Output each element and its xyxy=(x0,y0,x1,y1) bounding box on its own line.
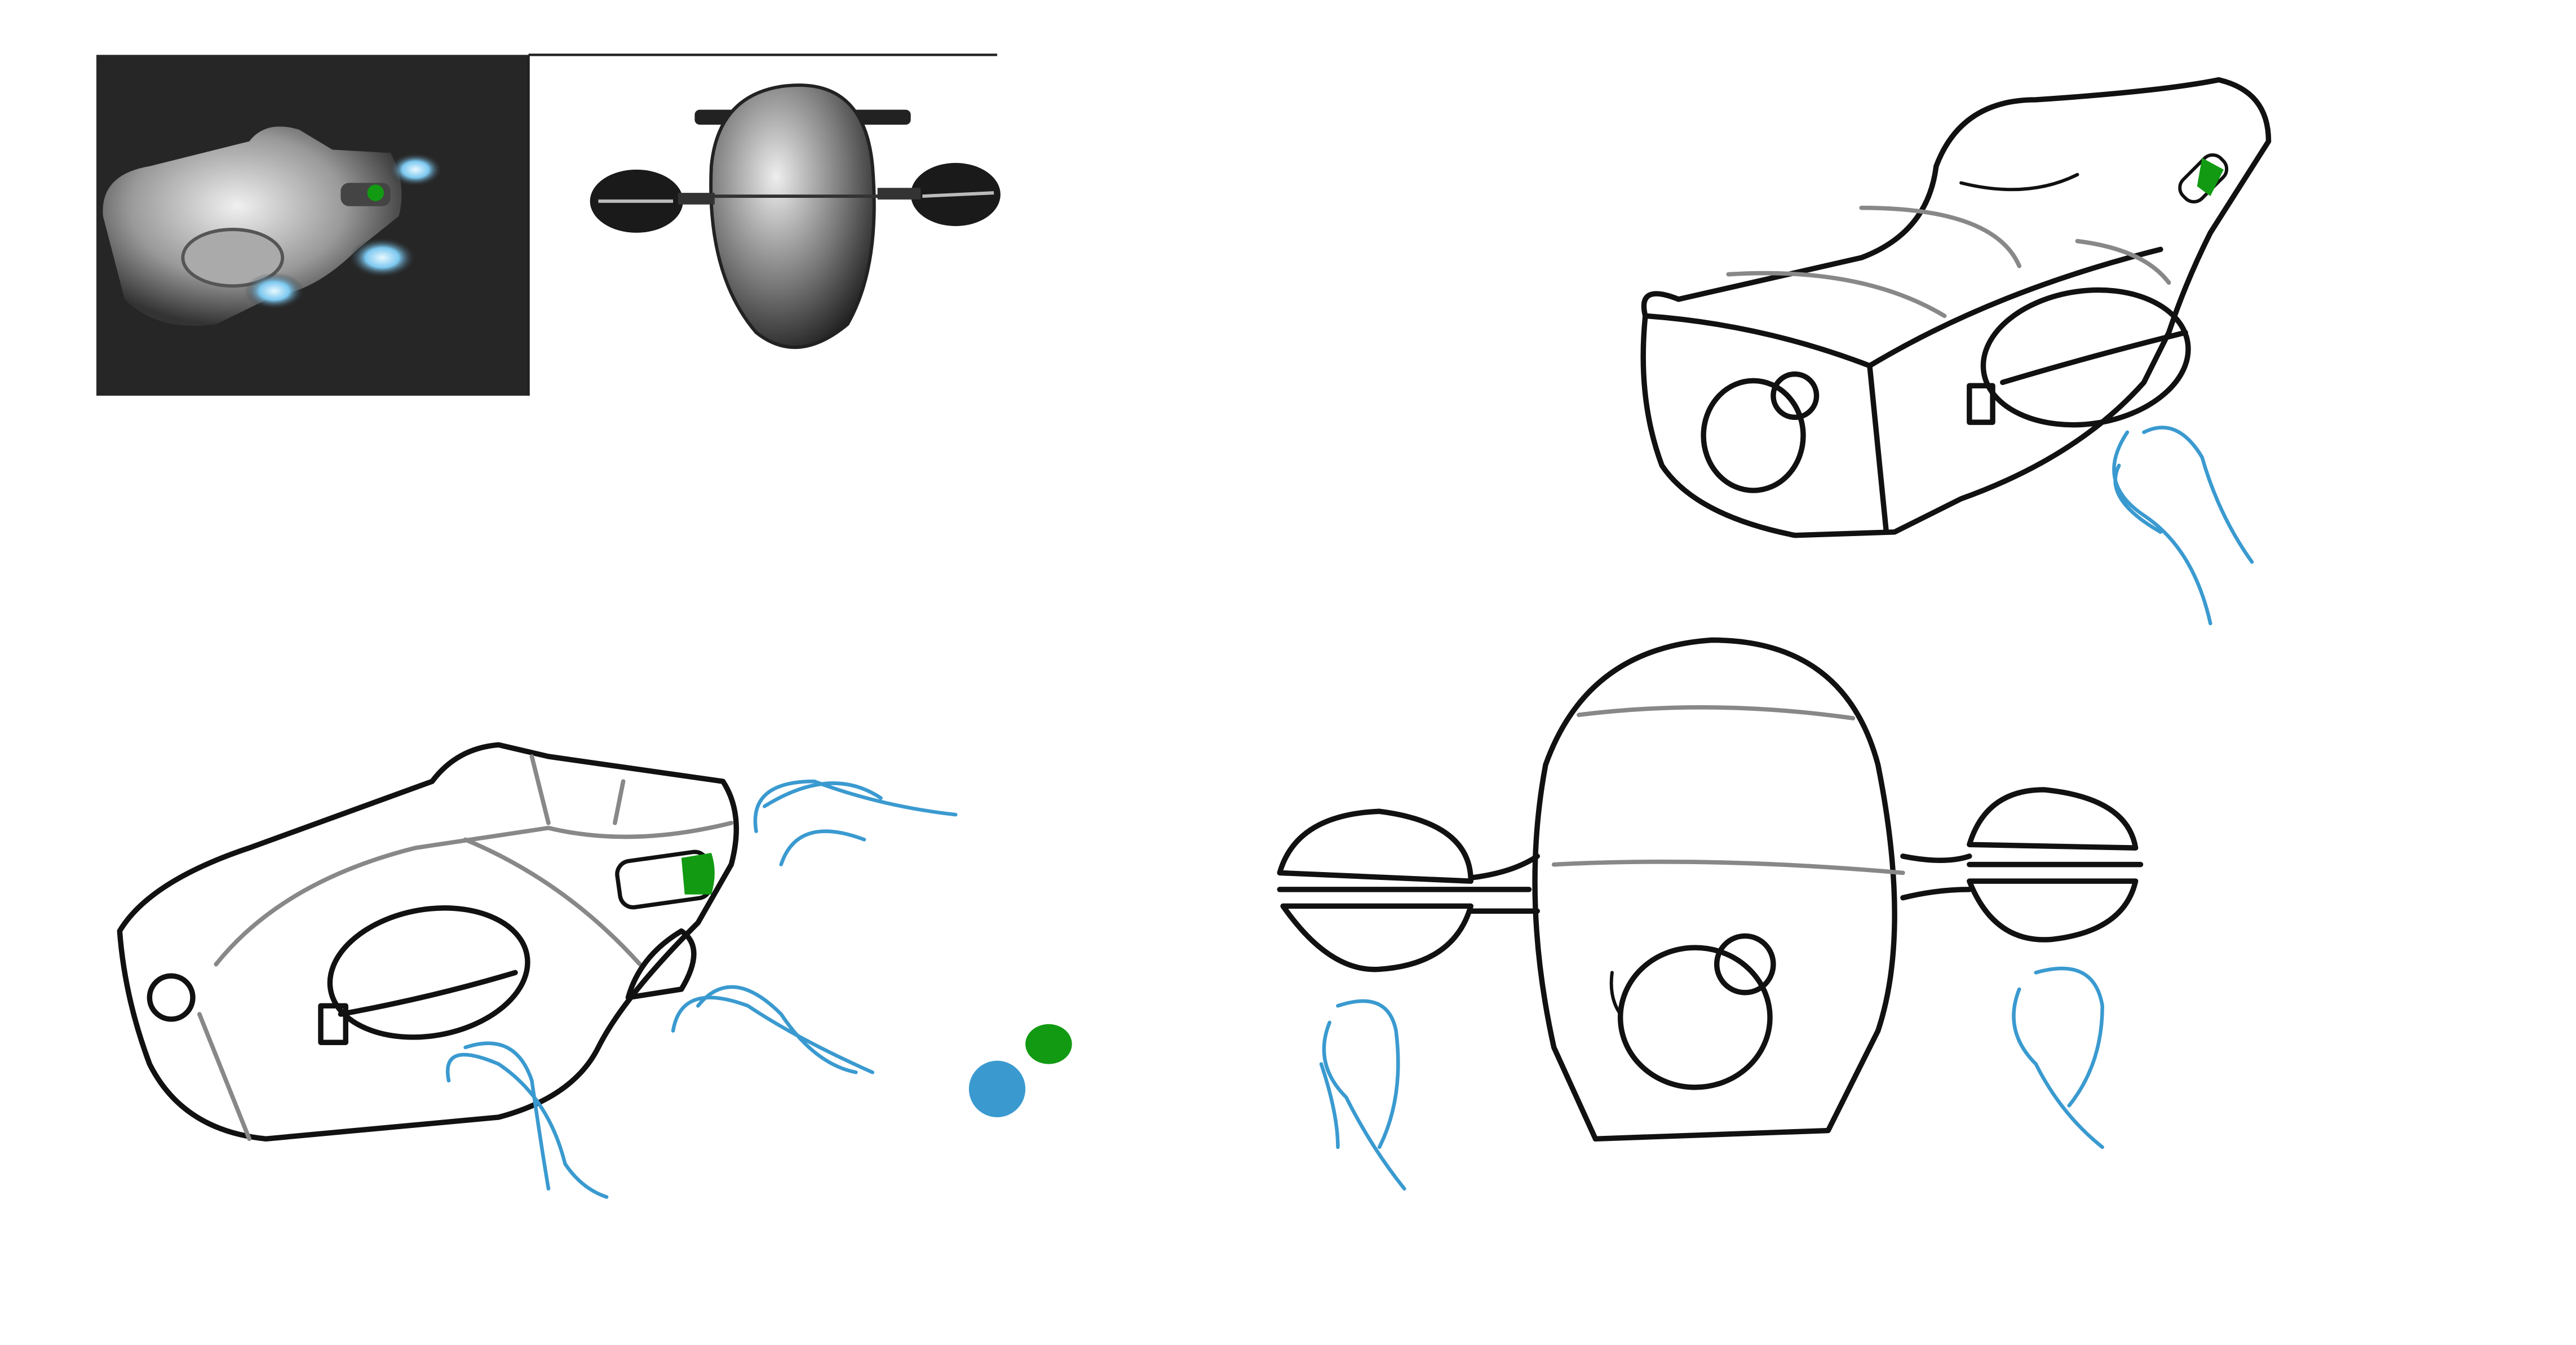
render-side-view xyxy=(96,55,529,396)
swatch-blue xyxy=(968,1060,1026,1117)
swatch-green xyxy=(1025,1024,1072,1064)
render-front-view xyxy=(590,83,1001,349)
sketch-ship-side xyxy=(117,742,958,1199)
sketch-ship-three-quarter xyxy=(1640,77,2272,626)
sketch-ship-front xyxy=(1277,637,2144,1191)
